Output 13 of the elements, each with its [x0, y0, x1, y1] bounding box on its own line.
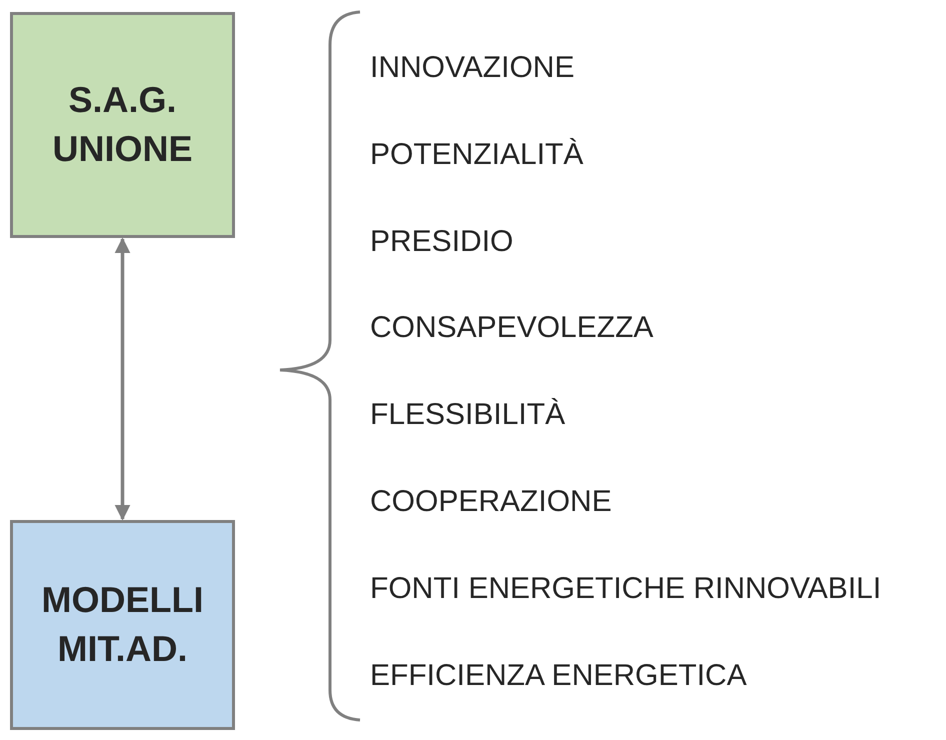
list-item: COOPERAZIONE	[370, 484, 612, 520]
list-item: POTENZIALITÀ	[370, 136, 584, 173]
list-item: EFFICIENZA ENERGETICA	[370, 658, 747, 694]
list-item: INNOVAZIONE	[370, 50, 574, 86]
list-item: FONTI ENERGETICHE RINNOVABILI	[370, 570, 882, 607]
process-box	[10, 520, 235, 730]
list-item: PRESIDIO	[370, 224, 514, 260]
process-box	[10, 12, 235, 238]
box-label: MODELLI MIT.AD.	[40, 578, 204, 671]
list-item: CONSAPEVOLEZZA	[370, 310, 654, 346]
double-arrow	[114, 237, 130, 521]
list-item: FLESSIBILITÀ	[370, 397, 566, 434]
box-label: S.A.G. UNIONE	[51, 78, 194, 171]
